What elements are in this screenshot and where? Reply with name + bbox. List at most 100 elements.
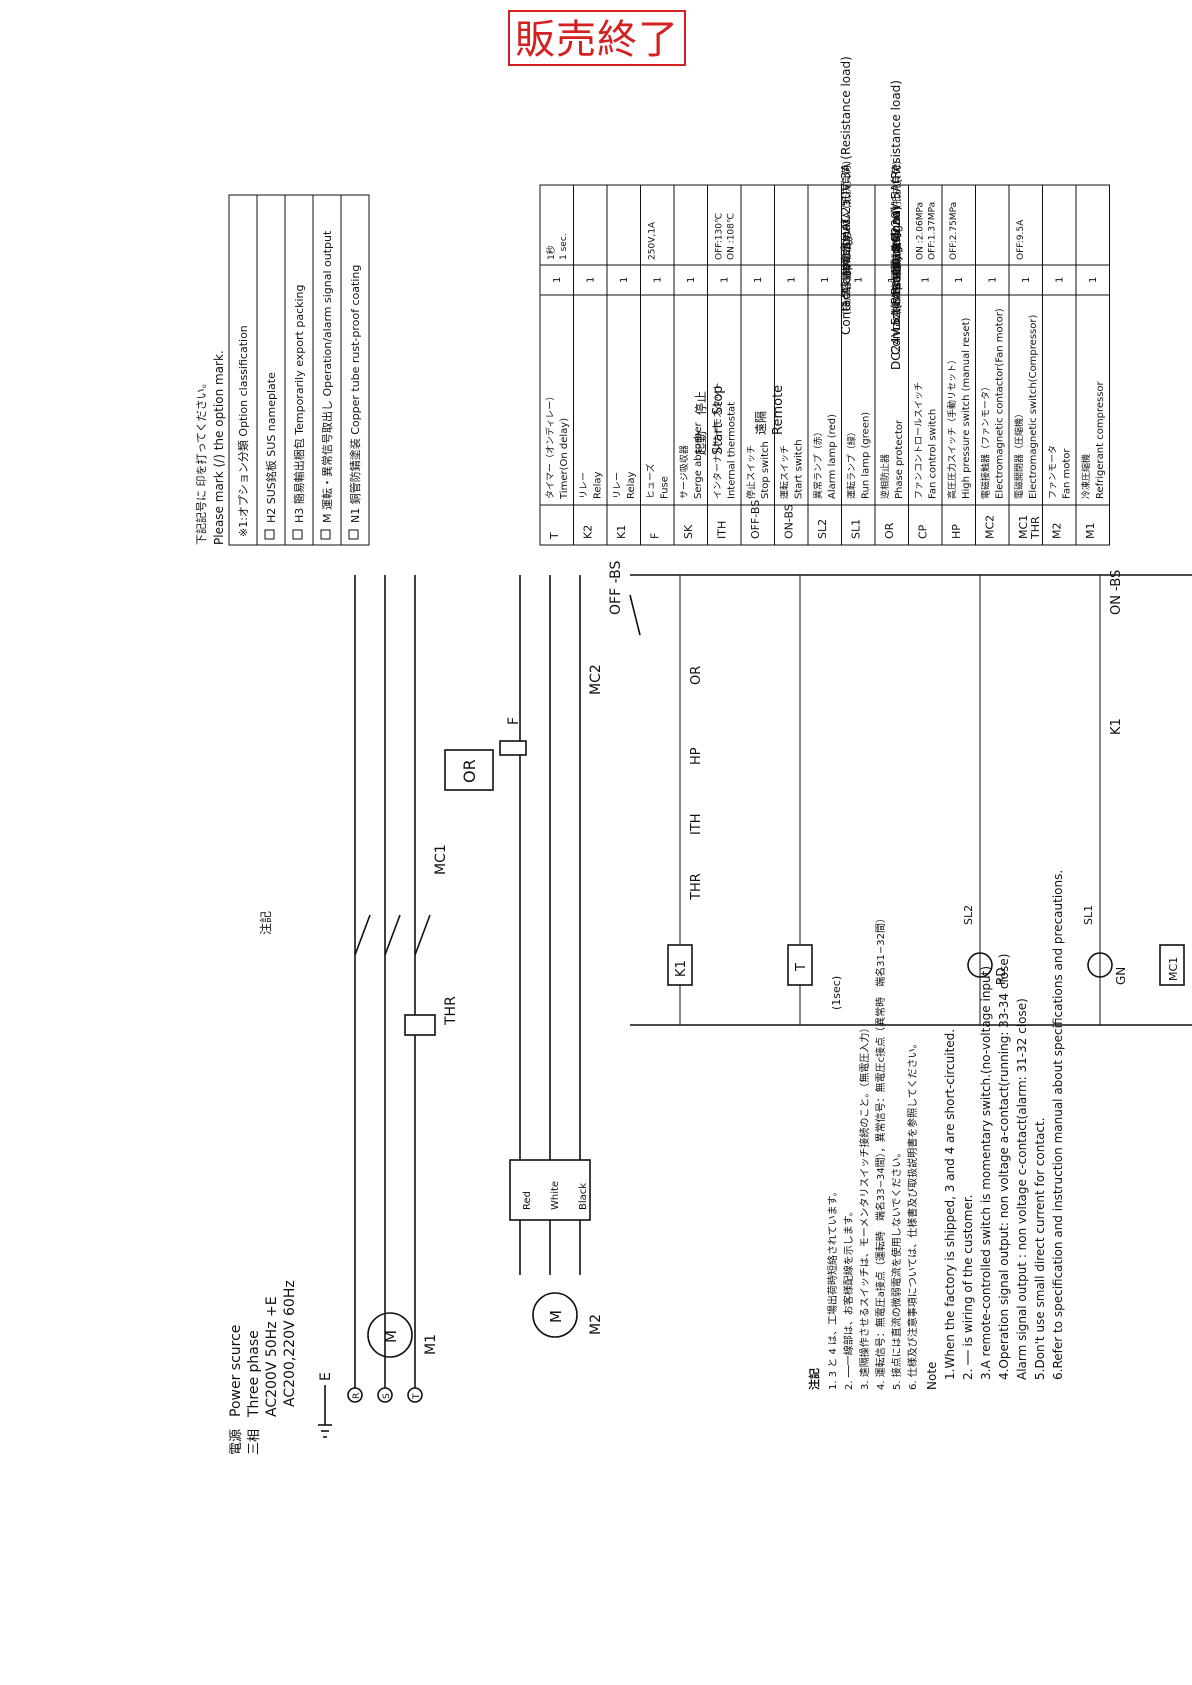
part-name-en: Fuse (660, 476, 671, 499)
power-phase: Three phase (246, 1330, 262, 1418)
start-jp: 起動 (694, 431, 708, 455)
part-qty: 1 (1088, 277, 1099, 283)
part-name-jp: 冷凍圧縮機 (1080, 454, 1092, 499)
power-source: 電源 三相 Power scurce Three phase AC200V 50… (228, 575, 423, 1455)
part-symbol: F (649, 533, 662, 539)
rung-mc-sk-cp: MC1 SK MC2 CP K2 (1159, 944, 1185, 986)
part-symbol: SK (682, 524, 695, 539)
k1-coil-label: K1 (674, 960, 689, 977)
part-spec: OFF:2.75MPa (949, 202, 959, 260)
option-checkbox-h2[interactable] (264, 529, 275, 540)
run-cap-jp2: DC24V 5A (抵抗負荷) (890, 228, 903, 330)
off-bs-label: OFF -BS (608, 561, 624, 615)
alarm-label: Alarm signal (839, 220, 853, 295)
part-name-en: Fan control switch (928, 409, 939, 499)
part-qty: 1 (552, 277, 563, 283)
part-symbol: THR (1029, 516, 1042, 540)
rotated-sheet: 電源 三相 Power scurce Three phase AC200V 50… (228, 56, 1192, 1455)
signal-outputs: 異常信号 Alarm signal (接点容量:AC250V 3A (抵抗負荷)… (839, 56, 903, 370)
option-checkbox-n1[interactable] (348, 529, 359, 540)
part-name-jp: 逆相防止器 (879, 454, 891, 499)
part-qty: 1 (954, 277, 965, 283)
option-row-m: M 運転・異常信号取出し Operation/alarm signal outp… (320, 230, 334, 523)
ith-label: ITH (689, 813, 704, 835)
part-qty: 1 (1021, 277, 1032, 283)
part-name-en: High pressure switch (manual reset) (961, 318, 972, 499)
mc1-label: MC1 (433, 844, 449, 875)
part-qty: 1 (921, 277, 932, 283)
part-name-en: Electromagnetic contactor(Fan motor) (995, 308, 1006, 499)
part-name-en: Phase protector (894, 419, 905, 499)
running-jp: 運転信号 (890, 231, 903, 275)
k1-contact-label: K1 (1109, 718, 1124, 735)
part-symbol: K2 (582, 525, 595, 539)
part-name-en: Timer(On delay) (559, 418, 570, 500)
power-line1: AC200V 50Hz +E (264, 1296, 280, 1417)
part-name-jp: タイマー（オンディレー） (544, 392, 556, 499)
part-spec: OFF:9.5A (1016, 219, 1026, 260)
options-box: 下記記号に 印を打ってください。 Please mark (/) the opt… (194, 194, 370, 546)
note-jp-4: 4. 運転信号：無電圧a接点（運転時 端名33−34間），異常信号：無電圧c接点… (874, 913, 887, 1390)
part-symbol: M1 (1084, 523, 1097, 540)
notes: 注記 (258, 911, 273, 935)
notes-block: 注記 1. 3 と 4 は、工場出荷時短絡されています。 2. ──一線部は、お… (807, 870, 1065, 1390)
part-symbol: MC1 (1017, 515, 1030, 539)
part-spec: 250V,1A (648, 221, 658, 260)
earth-label: E (318, 1372, 334, 1381)
part-name-jp: 電磁接触器（ファンモータ） (980, 382, 992, 499)
svg-text:M: M (382, 1330, 400, 1343)
mc2-contacts: MC2 (519, 575, 604, 1275)
running-label: Running signal (889, 207, 903, 295)
part-name-jp: ヒューズ (645, 463, 657, 499)
part-name-en: Internal thermostat (727, 402, 738, 499)
option-checkbox-m[interactable] (320, 529, 331, 540)
svg-text:M: M (547, 1310, 565, 1323)
note-jp-1: 1. 3 と 4 は、工場出荷時短絡されています。 (826, 1186, 839, 1390)
discontinued-stamp: 販売終了 (508, 10, 686, 66)
notes-jp-heading: 注記 (807, 1368, 821, 1390)
power-jp-label: 電源 (229, 1429, 244, 1455)
note-en-1: 1.When the factory is shipped, 3 and 4 a… (943, 1029, 957, 1380)
option-checkbox-h3[interactable] (292, 529, 303, 540)
part-symbol: CP (917, 524, 930, 539)
part-spec: 1 sec. (559, 233, 569, 260)
part-name-jp: 異常ランプ（赤） (812, 427, 824, 499)
part-symbol: OFF-BS (749, 500, 762, 539)
part-qty: 1 (988, 277, 999, 283)
run-cap2: DC24V 5A(Resistance load) (889, 206, 903, 370)
part-qty: 1 (787, 277, 798, 283)
note-en-6: 5.Don't use small direct current for con… (1033, 1117, 1047, 1380)
note-en-4: 4.Operation signal output: non voltage a… (997, 954, 1011, 1380)
note-jp-3: 3. 遠隔操作させるスイッチは、モーメンタリスイッチ接続のこと。（無電圧入力） (858, 1023, 871, 1390)
part-name-jp: 停止スイッチ (745, 445, 757, 499)
part-name-jp: 運転スイッチ (780, 445, 791, 499)
part-qty: 1 (619, 277, 630, 283)
part-symbol: ITH (716, 521, 729, 539)
terminal-s: S (382, 1393, 392, 1399)
power-jp-phase: 三相 (247, 1429, 262, 1455)
part-symbol: M2 (1051, 523, 1064, 540)
sl1-label: SL1 (1082, 905, 1095, 925)
part-qty: 1 (686, 277, 697, 283)
stop-label: Stop (711, 385, 726, 415)
part-name-en: Stop switch (760, 441, 771, 499)
note-jp-6: 6. 仕様及び注意事項については、仕様書及び取扱説明書を参照してください。 (906, 1038, 919, 1390)
part-qty: 1 (753, 277, 764, 283)
m2-motor (532, 1292, 578, 1338)
part-name-en: Relay (626, 471, 637, 499)
part-symbol: T (548, 532, 561, 540)
fan-terminal-block (509, 1159, 591, 1221)
part-name-jp: インターナルサーモスタット (713, 382, 724, 499)
fan-wire-red: Red (522, 1191, 533, 1210)
part-spec: OFF:130℃ (715, 213, 725, 260)
part-spec: ON :2.06MPa (916, 202, 926, 260)
remote-jp: 遠隔 (754, 411, 768, 435)
terminal-r: R (352, 1393, 362, 1399)
terminal-t: T (412, 1393, 422, 1400)
part-name-en: Start switch (794, 439, 805, 499)
part-name-jp: リレー (613, 472, 623, 499)
part-qty: 1 (820, 277, 831, 283)
or-contact-label: OR (689, 666, 704, 685)
